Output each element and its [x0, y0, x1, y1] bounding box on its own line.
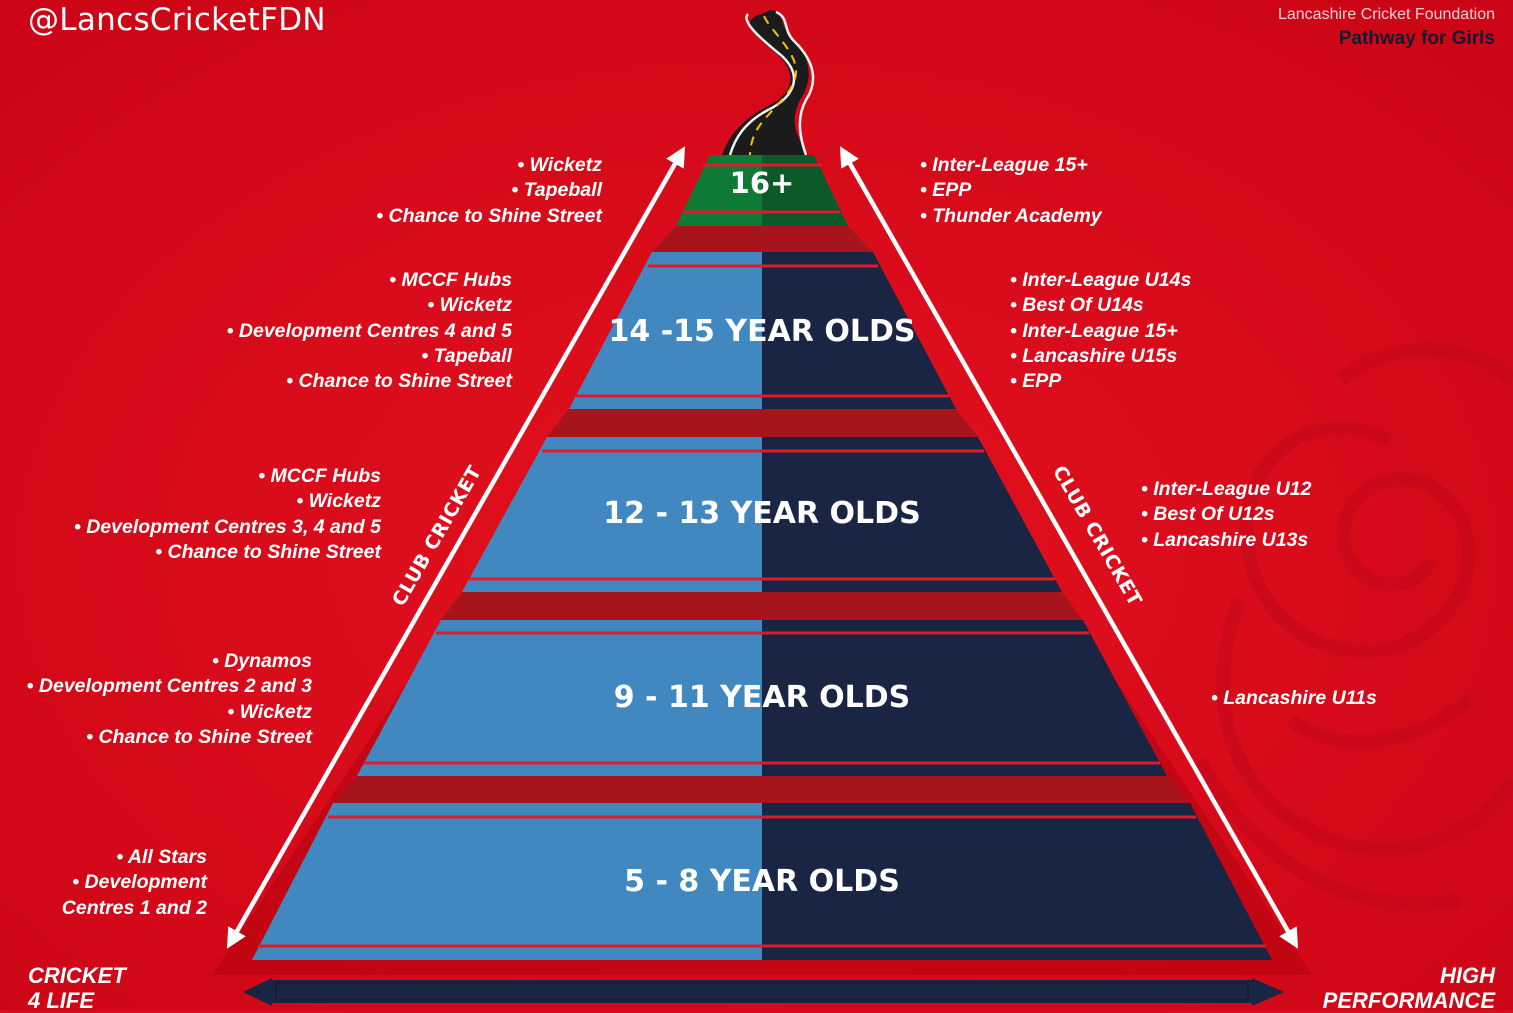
tier-label-16: 16+ [729, 166, 795, 200]
page-title: Pathway for Girls [1338, 28, 1495, 49]
list-item: Chance to Shine Street [227, 369, 512, 394]
list-item: Wicketz [74, 489, 381, 514]
list-item: Tapeball [227, 344, 512, 369]
list-item: Chance to Shine Street [376, 204, 602, 229]
left-list-9-11: Dynamos Development Centres 2 and 3 Wick… [27, 649, 312, 750]
corner-left-line2: 4 LIFE [28, 988, 95, 1013]
corner-left-line1: CRICKET [28, 963, 126, 988]
list-item: Development Centres 3, 4 and 5 [74, 515, 381, 540]
list-item: Wicketz [27, 700, 312, 725]
tier-label-14-15: 14 -15 YEAR OLDS [608, 314, 916, 349]
corner-label-left: CRICKET 4 LIFE [28, 963, 126, 1013]
list-item: Dynamos [27, 649, 312, 674]
list-item: Chance to Shine Street [74, 540, 381, 565]
right-list-16: Inter-League 15+ EPP Thunder Academy [920, 153, 1102, 229]
left-list-12-13: MCCF Hubs Wicketz Development Centres 3,… [74, 464, 381, 565]
list-item: Best Of U12s [1141, 502, 1311, 527]
left-list-5-8: All Stars Development Centres 1 and 2 [62, 845, 207, 921]
list-item: Chance to Shine Street [27, 725, 312, 750]
right-double-arrow [839, 146, 1299, 949]
tier-label-5-8: 5 - 8 YEAR OLDS [624, 864, 900, 899]
right-list-9-11: Lancashire U11s [1211, 686, 1377, 711]
left-double-arrow [226, 146, 686, 949]
organisation-name: Lancashire Cricket Foundation [1277, 6, 1495, 23]
tier-label-9-11: 9 - 11 YEAR OLDS [613, 680, 911, 715]
list-item: Inter-League U12 [1141, 477, 1311, 502]
list-item: Centres 1 and 2 [61, 896, 207, 919]
list-item: Inter-League U14s [1010, 268, 1191, 293]
list-item: Wicketz [227, 293, 512, 318]
tier-16-left [676, 155, 762, 226]
list-item: EPP [1010, 369, 1191, 394]
left-list-16: Wicketz Tapeball Chance to Shine Street [376, 153, 602, 229]
list-item: Lancashire U13s [1141, 528, 1311, 553]
list-item: Development Centres 4 and 5 [227, 319, 512, 344]
bottom-double-arrow [243, 978, 1284, 1006]
list-item: Development Centres 2 and 3 [27, 674, 312, 699]
corner-right-line2: PERFORMANCE [1322, 988, 1495, 1013]
list-item: Best Of U14s [1010, 293, 1191, 318]
twitter-handle: @LancsCricketFDN [28, 2, 326, 38]
list-item: Thunder Academy [920, 204, 1101, 229]
winding-road-icon [722, 10, 815, 156]
list-item: Lancashire U11s [1211, 686, 1377, 711]
list-item: Lancashire U15s [1010, 344, 1191, 369]
list-item: Development [62, 870, 207, 895]
list-item: MCCF Hubs [74, 464, 382, 489]
list-item: MCCF Hubs [227, 268, 513, 293]
tier-16-right [762, 155, 848, 226]
list-item: Inter-League 15+ [1010, 319, 1191, 344]
right-list-12-13: Inter-League U12 Best Of U12s Lancashire… [1141, 477, 1311, 553]
right-list-14-15: Inter-League U14s Best Of U14s Inter-Lea… [1010, 268, 1191, 394]
list-item: All Stars [62, 845, 207, 870]
list-item: Wicketz [376, 153, 602, 178]
list-item: Inter-League 15+ [920, 153, 1102, 178]
list-item: Tapeball [376, 178, 602, 203]
tier-label-12-13: 12 - 13 YEAR OLDS [603, 496, 921, 531]
left-list-14-15: MCCF Hubs Wicketz Development Centres 4 … [227, 268, 512, 394]
list-item: EPP [920, 178, 1102, 203]
corner-right-line1: HIGH [1440, 963, 1495, 988]
corner-label-right: HIGH PERFORMANCE [1323, 963, 1495, 1013]
